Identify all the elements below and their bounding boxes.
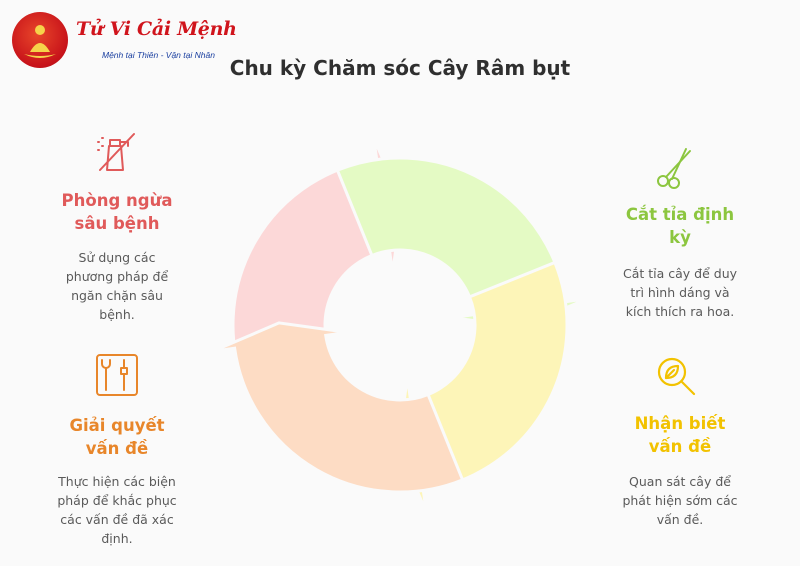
scissors-icon	[648, 145, 698, 195]
cycle-arrow-solve	[212, 321, 465, 494]
brand-name: Tử Vi Cải Mệnh	[76, 18, 237, 40]
brand-logo: Tử Vi Cải Mệnh Mệnh tại Thiên - Vận tại …	[6, 6, 237, 72]
brand-tagline: Mệnh tại Thiên - Vận tại Nhân	[102, 50, 215, 60]
no-spray-icon	[92, 126, 142, 176]
magnifier-leaf-icon	[650, 350, 700, 400]
meditating-figure-icon	[12, 12, 68, 68]
tools-icon	[92, 350, 142, 400]
page-title: Chu kỳ Chăm sóc Cây Râm bụt	[229, 56, 571, 80]
